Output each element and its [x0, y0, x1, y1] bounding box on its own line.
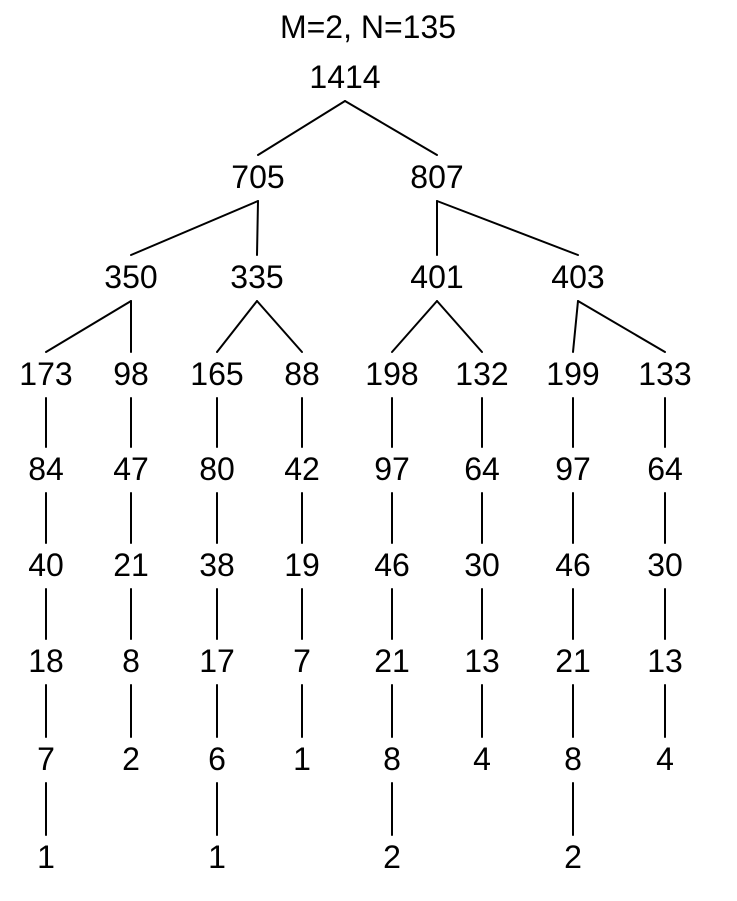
tree-node: 335 [230, 259, 283, 295]
tree-edge [256, 200, 259, 256]
tree-node: 807 [410, 159, 463, 195]
tree-node: 64 [464, 451, 500, 487]
tree-node: 173 [19, 356, 72, 392]
tree-node: 1 [208, 839, 226, 875]
tree-node: 30 [464, 547, 500, 583]
diagram-title: M=2, N=135 [280, 9, 456, 45]
tree-node: 165 [190, 356, 243, 392]
tree-node: 42 [284, 451, 320, 487]
tree-node: 13 [647, 643, 683, 679]
tree-edge [572, 300, 579, 353]
tree-node: 40 [28, 547, 64, 583]
tree-node: 47 [113, 451, 149, 487]
tree-node: 2 [564, 839, 582, 875]
tree-node: 17 [199, 643, 235, 679]
tree-edge [256, 300, 303, 353]
tree-node: 1414 [309, 59, 380, 95]
tree-node: 46 [374, 547, 410, 583]
tree-node: 8 [564, 741, 582, 777]
tree-node: 403 [551, 259, 604, 295]
tree-node: 6 [208, 741, 226, 777]
tree-node: 2 [122, 741, 140, 777]
tree-node: 46 [555, 547, 591, 583]
tree-edge [45, 300, 132, 353]
tree-node: 97 [555, 451, 591, 487]
tree-node: 133 [638, 356, 691, 392]
tree-edge [436, 200, 579, 256]
tree-node: 8 [383, 741, 401, 777]
tree-node: 97 [374, 451, 410, 487]
tree-edge [344, 100, 438, 156]
tree-node: 80 [199, 451, 235, 487]
tree-node: 64 [647, 451, 683, 487]
tree-node: 1 [37, 839, 55, 875]
tree-node: 4 [473, 741, 491, 777]
tree-node: 84 [28, 451, 64, 487]
tree-edge [436, 300, 483, 353]
tree-node: 8 [122, 643, 140, 679]
tree-node: 19 [284, 547, 320, 583]
tree-node: 21 [555, 643, 591, 679]
tree-node: 132 [455, 356, 508, 392]
tree-node: 705 [231, 159, 284, 195]
tree-node: 38 [199, 547, 235, 583]
tree-node: 1 [293, 741, 311, 777]
tree-node: 198 [365, 356, 418, 392]
tree-node: 199 [546, 356, 599, 392]
tree-node: 4 [656, 741, 674, 777]
tree-node: 7 [37, 741, 55, 777]
tree-node: 13 [464, 643, 500, 679]
tree-edge [577, 300, 666, 353]
tree-node: 401 [410, 259, 463, 295]
tree-node: 350 [104, 259, 157, 295]
tree-edge [391, 300, 438, 353]
tree-edge [130, 200, 259, 256]
tree-node: 30 [647, 547, 683, 583]
tree-edge [216, 300, 258, 353]
tree-node: 21 [374, 643, 410, 679]
tree-node: 7 [293, 643, 311, 679]
tree-node: 88 [284, 356, 320, 392]
tree-edge [257, 100, 346, 156]
tree-node: 2 [383, 839, 401, 875]
tree-node: 18 [28, 643, 64, 679]
tree-node: 98 [113, 356, 149, 392]
tree-node: 21 [113, 547, 149, 583]
